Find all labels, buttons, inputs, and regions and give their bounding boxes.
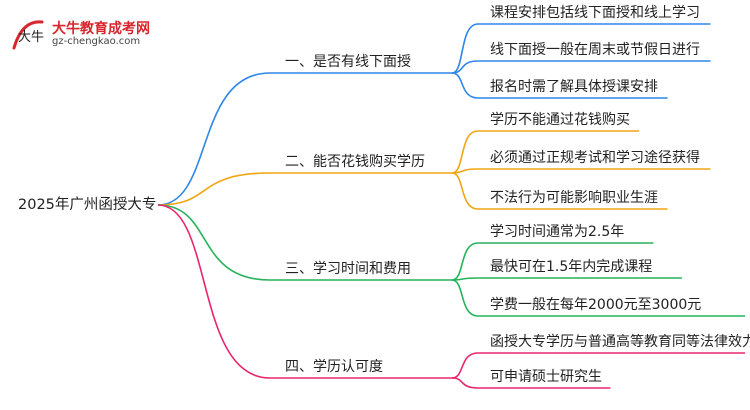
leaf-link <box>451 279 745 317</box>
logo-name: 大牛教育成考网 <box>52 21 150 37</box>
leaf-text: 学历不能通过花钱购买 <box>490 112 630 128</box>
logo-glyph: 大牛 <box>18 30 44 45</box>
leaf-text: 不法行为可能影响职业生涯 <box>490 190 658 206</box>
logo-emblem: 大牛 <box>12 20 44 50</box>
leaf-text: 最快可在1.5年内完成课程 <box>490 259 653 275</box>
leaf-link <box>451 352 745 379</box>
logo-url: gz-chengkao.com <box>52 36 141 47</box>
branch-title: 四、学历认可度 <box>285 359 383 375</box>
leaf-link <box>451 242 654 281</box>
leaf-text: 报名时需了解具体授课安排 <box>490 79 658 95</box>
leaf-text: 课程安排包括线下面授和线上学习 <box>490 5 700 21</box>
leaf-link <box>451 72 668 99</box>
leaf-link <box>451 23 711 74</box>
leaf-link <box>451 60 711 74</box>
leaf-text: 学费一般在每年2000元至3000元 <box>490 297 702 313</box>
leaf-link <box>451 277 682 281</box>
branch-title: 二、能否花钱购买学历 <box>285 154 425 170</box>
branch-link <box>157 204 452 281</box>
leaf-text: 必须通过正规考试和学习途径获得 <box>490 150 700 166</box>
leaf-text: 学习时间通常为2.5年 <box>490 224 625 240</box>
logo: 大牛 大牛教育成考网 gz-chengkao.com <box>8 14 168 54</box>
branch-link <box>157 172 452 206</box>
leaf-text: 函授大专学历与普通高等教育同等法律效力 <box>490 334 750 350</box>
leaf-link <box>451 130 639 174</box>
leaf-link <box>451 377 611 389</box>
leaf-text: 线下面授一般在周末或节假日进行 <box>490 42 700 58</box>
branch-link <box>157 204 452 379</box>
root-topic: 2025年广州函授大专 <box>18 197 157 213</box>
branch-title: 一、是否有线下面授 <box>285 54 411 70</box>
branch-title: 三、学习时间和费用 <box>285 261 411 277</box>
leaf-link <box>451 168 711 174</box>
leaf-text: 可申请硕士研究生 <box>490 369 602 385</box>
branch-link <box>157 72 452 206</box>
leaf-link <box>451 172 668 210</box>
